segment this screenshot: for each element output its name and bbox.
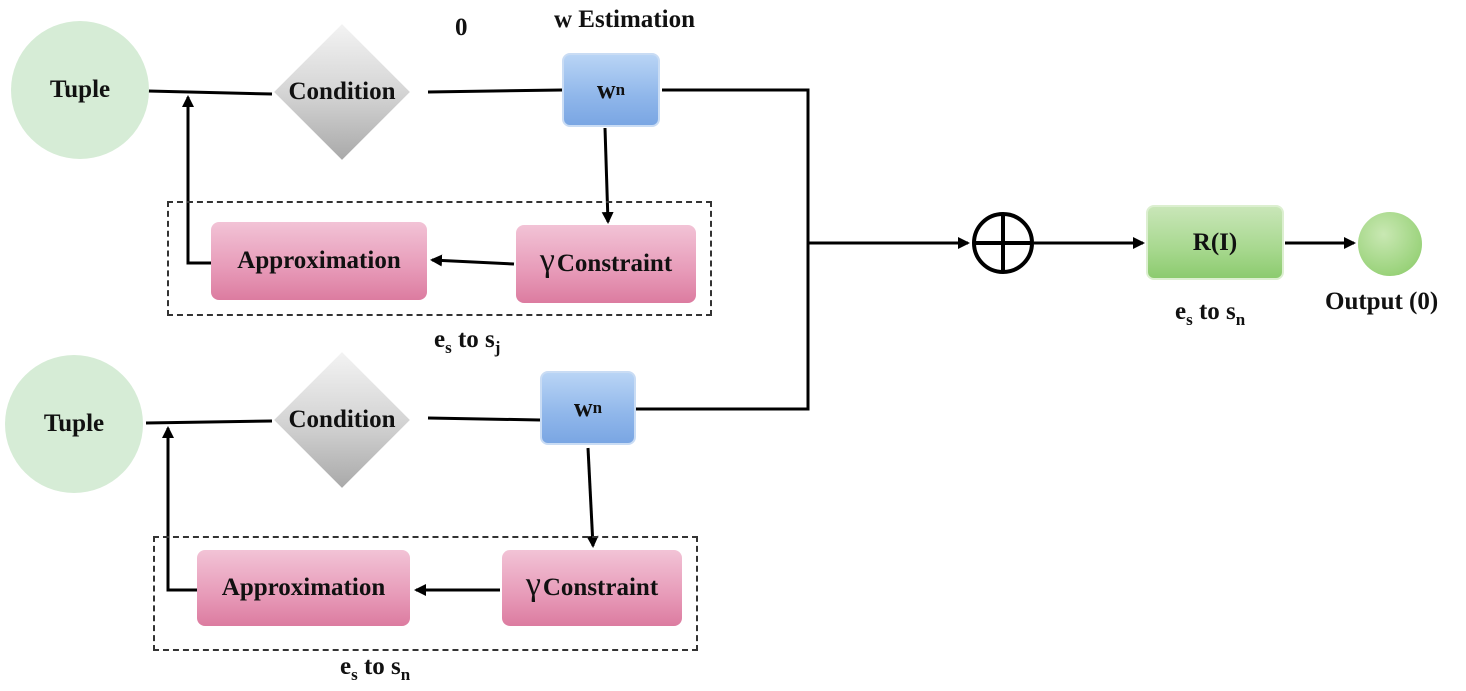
edge-constraint-to-approx-top xyxy=(430,254,515,267)
top-feedback-container xyxy=(167,201,712,316)
circled-plus-icon xyxy=(972,212,1034,274)
edge-w-top-to-constraint xyxy=(601,127,614,224)
condition-node-top: Condition xyxy=(272,17,412,167)
w-label: w xyxy=(573,393,593,422)
range-text: e xyxy=(340,653,352,680)
range-text: to s xyxy=(1192,298,1236,325)
condition-label: Condition xyxy=(288,78,396,105)
range-subscript: s xyxy=(351,665,358,684)
constraint-label: Constraint xyxy=(556,250,673,277)
tuple-label: Tuple xyxy=(49,76,111,103)
gamma-symbol: γ xyxy=(525,566,541,603)
range-label-bottom: es to sn xyxy=(340,653,411,684)
condition-label: Condition xyxy=(288,406,396,433)
gamma-symbol: γ xyxy=(539,242,555,279)
range-subscript: n xyxy=(400,665,411,684)
range-text: to s xyxy=(357,653,401,680)
approximation-label: Approximation xyxy=(221,574,386,601)
edge-w-bottom-to-merge xyxy=(636,243,810,411)
edge-tuple-condition-top xyxy=(147,89,273,96)
tuple-label: Tuple xyxy=(43,410,105,437)
range-text: to s xyxy=(451,326,495,353)
range-text: e xyxy=(1175,298,1187,325)
edge-w-bottom-to-constraint xyxy=(586,447,599,548)
edge-w-top-to-merge xyxy=(662,88,810,243)
range-subscript: s xyxy=(445,338,452,357)
result-label: R(I) xyxy=(1192,228,1238,256)
output-label: Output (0) xyxy=(1325,288,1439,315)
tuple-node-bottom: Tuple xyxy=(5,355,143,493)
edge-tuple-condition-bottom xyxy=(145,419,273,425)
approximation-label: Approximation xyxy=(237,247,401,274)
constraint-label: Constraint xyxy=(542,574,659,601)
result-node: R(I) xyxy=(1146,205,1284,280)
approximation-node-bottom: Approximation xyxy=(197,550,410,626)
w-estimation-label: w Estimation xyxy=(554,6,695,33)
result-range-label: es to sn xyxy=(1175,298,1246,329)
range-subscript: j xyxy=(494,338,501,357)
edge-condition-w-top xyxy=(427,88,563,94)
range-subscript: s xyxy=(1186,310,1193,329)
edge-condition-w-bottom xyxy=(427,416,541,422)
w-label: w xyxy=(596,75,616,104)
range-subscript: n xyxy=(1235,310,1246,329)
condition-node-bottom: Condition xyxy=(272,345,412,495)
approximation-node-top: Approximation xyxy=(211,222,427,300)
edge-approx-to-tuple-bottom xyxy=(162,426,198,592)
range-label-top: es to sj xyxy=(434,326,501,357)
filled-circle-icon xyxy=(1358,212,1422,276)
bottom-feedback-container xyxy=(153,536,698,651)
zero-label: 0 xyxy=(455,14,468,41)
edge-approx-to-tuple-top xyxy=(182,95,212,265)
tuple-node-top: Tuple xyxy=(11,21,149,159)
range-text: e xyxy=(434,326,446,353)
